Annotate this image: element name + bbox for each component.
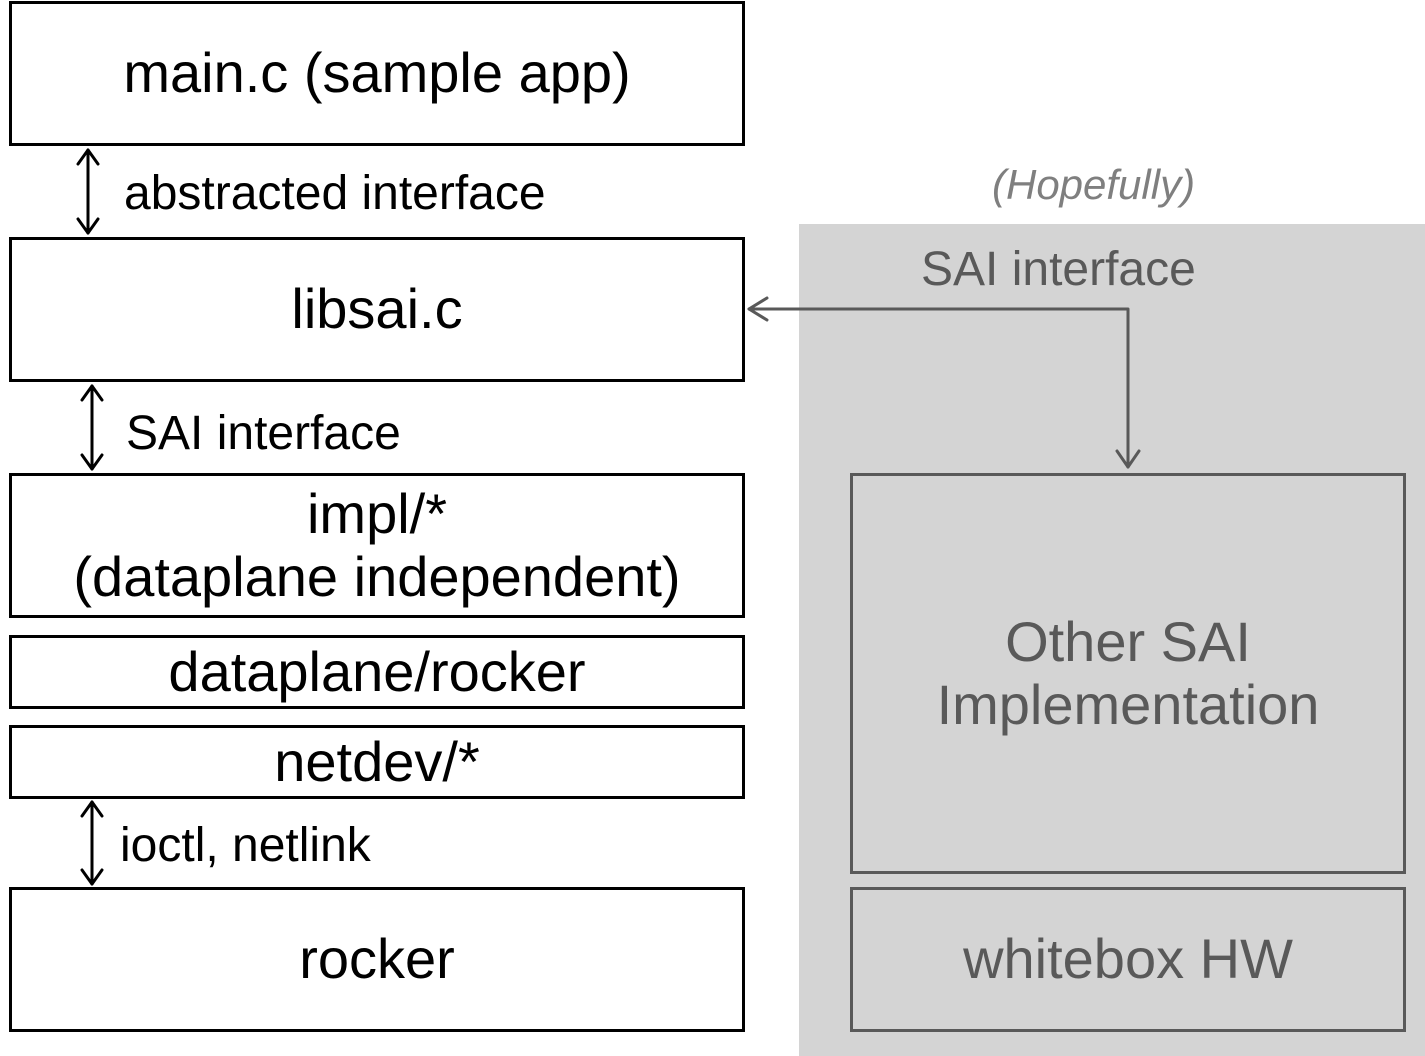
libsai-box: libsai.c bbox=[9, 237, 745, 382]
netdev-label: netdev/* bbox=[274, 729, 480, 793]
dataplane-rocker-label: dataplane/rocker bbox=[168, 639, 586, 703]
other-sai-implementation-box: Other SAI Implementation bbox=[850, 473, 1406, 874]
netdev-box: netdev/* bbox=[9, 725, 745, 799]
implementation-label: Implementation bbox=[936, 672, 1320, 736]
other-sai-label: Other SAI bbox=[1005, 609, 1251, 673]
ioctl-netlink-arrow bbox=[80, 800, 104, 886]
other-sai-interface-label: SAI interface bbox=[921, 243, 1196, 296]
ioctl-netlink-label: ioctl, netlink bbox=[120, 819, 371, 872]
impl-label: impl/* bbox=[306, 481, 448, 545]
sai-interface-label: SAI interface bbox=[126, 407, 401, 460]
impl-sublabel: (dataplane independent) bbox=[73, 544, 681, 608]
rocker-box: rocker bbox=[9, 887, 745, 1032]
hopefully-label: (Hopefully) bbox=[992, 161, 1196, 208]
whitebox-hw-box: whitebox HW bbox=[850, 887, 1406, 1032]
rocker-label: rocker bbox=[299, 927, 455, 991]
whitebox-hw-label: whitebox HW bbox=[963, 927, 1293, 991]
abstracted-interface-label: abstracted interface bbox=[124, 167, 546, 220]
libsai-label: libsai.c bbox=[291, 277, 463, 341]
impl-box: impl/* (dataplane independent) bbox=[9, 473, 745, 618]
main-app-label: main.c (sample app) bbox=[123, 41, 631, 105]
sai-interface-arrow bbox=[80, 384, 104, 471]
dataplane-rocker-box: dataplane/rocker bbox=[9, 635, 745, 709]
main-app-box: main.c (sample app) bbox=[9, 1, 745, 146]
abstracted-interface-arrow bbox=[76, 148, 100, 235]
